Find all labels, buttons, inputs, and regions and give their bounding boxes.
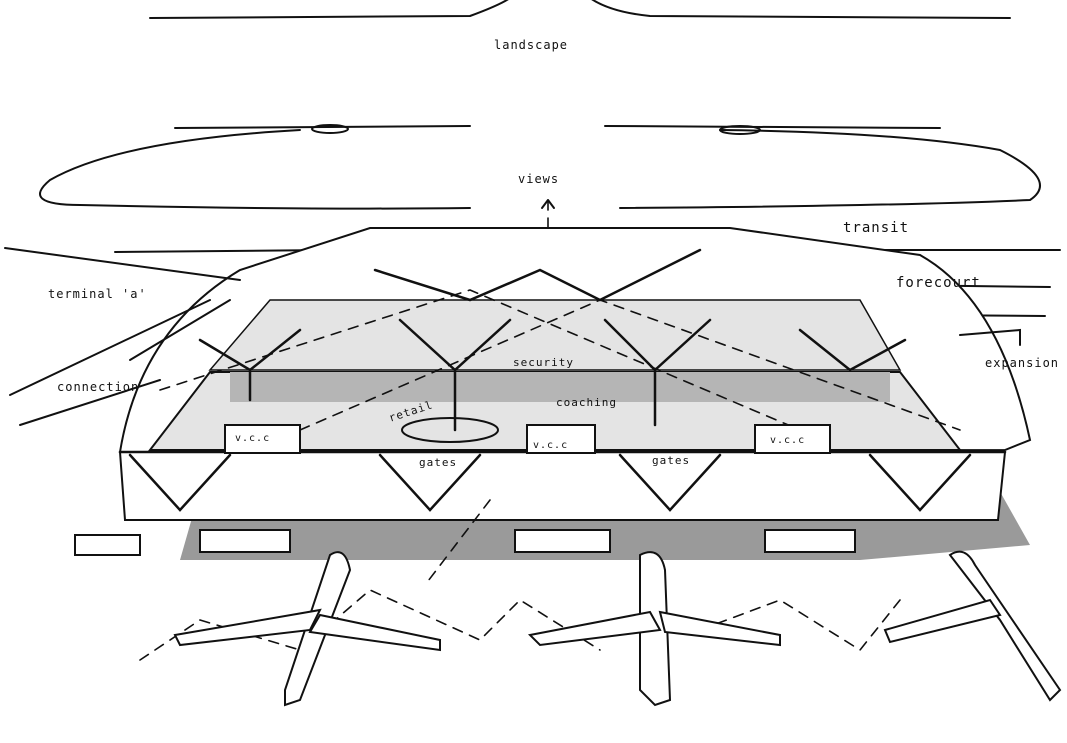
circulation-dashes <box>139 199 961 661</box>
label-vcc-center: v.c.c <box>533 440 569 451</box>
label-vcc-left: v.c.c <box>235 433 271 444</box>
label-landscape: landscape <box>494 38 569 52</box>
vcc-box-left <box>224 424 301 454</box>
label-security: security <box>513 356 574 369</box>
label-transit: transit <box>843 220 910 236</box>
vcc-box-center <box>526 424 596 454</box>
retail-island <box>401 417 499 443</box>
vcc-box-right <box>754 424 831 454</box>
label-connection: connection <box>57 380 140 394</box>
label-vcc-right: v.c.c <box>770 435 806 446</box>
views-arrow-icon <box>541 199 555 209</box>
label-coaching: coaching <box>556 396 617 409</box>
aircraft <box>173 550 1062 707</box>
label-terminal-a: terminal 'a' <box>48 287 147 301</box>
label-forecourt: forecourt <box>896 275 981 291</box>
label-expansion: expansion <box>985 356 1060 370</box>
side-lines <box>4 247 1021 556</box>
apron-deck <box>118 451 1007 521</box>
grey-band <box>230 372 890 402</box>
landscape-lines <box>39 0 1061 317</box>
tree-columns <box>128 248 972 512</box>
label-gates-left: gates <box>419 456 458 469</box>
label-gates-right: gates <box>652 454 691 467</box>
label-views: views <box>518 172 560 186</box>
airbridges <box>199 529 856 553</box>
